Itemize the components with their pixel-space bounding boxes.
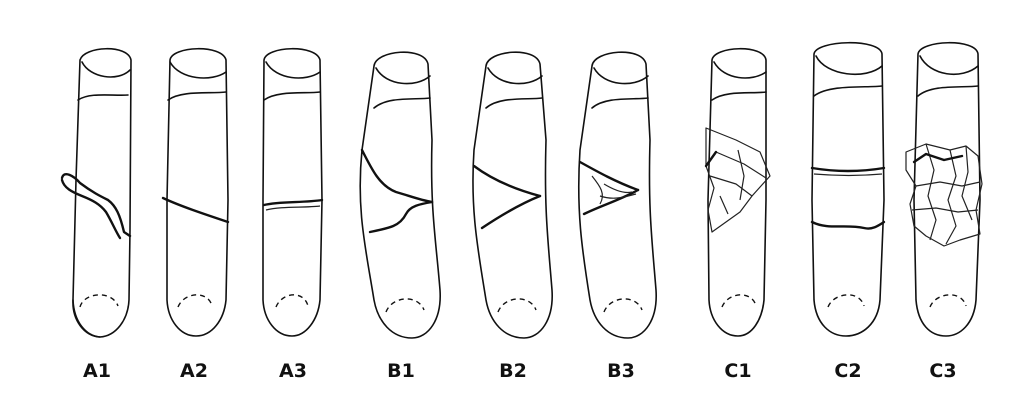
label-b1: B1 <box>371 360 431 382</box>
bone-c3 <box>906 43 982 336</box>
label-c1: C1 <box>708 360 768 382</box>
bone-b3 <box>579 52 656 338</box>
label-a2: A2 <box>164 360 224 382</box>
bone-b1 <box>360 52 440 338</box>
label-c2: C2 <box>818 360 878 382</box>
label-a1: A1 <box>67 360 127 382</box>
bone-a3 <box>263 49 322 336</box>
bone-a2 <box>163 49 228 336</box>
bone-c1 <box>706 49 770 336</box>
label-a3: A3 <box>263 360 323 382</box>
label-b2: B2 <box>483 360 543 382</box>
label-c3: C3 <box>913 360 973 382</box>
label-b3: B3 <box>591 360 651 382</box>
bone-b2 <box>473 52 552 338</box>
bone-a1 <box>62 49 131 337</box>
bone-c2 <box>812 43 884 336</box>
